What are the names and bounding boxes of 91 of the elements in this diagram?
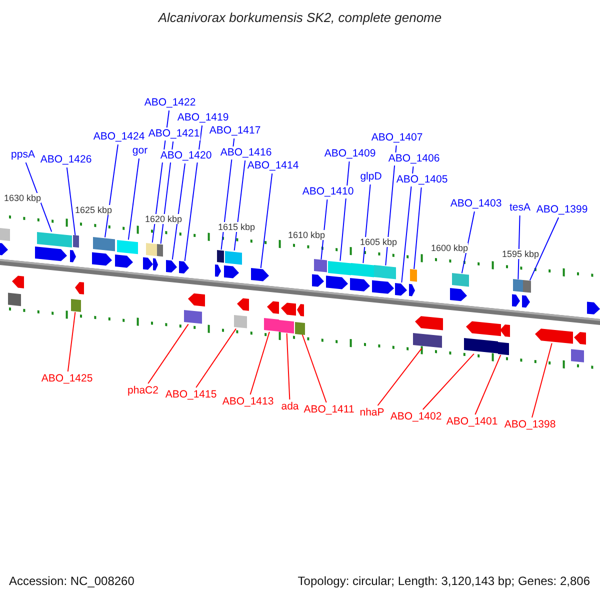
scale-label: 1620 kbp xyxy=(145,214,182,224)
leader-line xyxy=(172,163,186,260)
gene-label: ABO_1399 xyxy=(535,204,589,216)
gene-label: ABO_1426 xyxy=(39,154,93,166)
leader-line xyxy=(148,324,189,384)
leader-line xyxy=(401,166,414,283)
gene-bar xyxy=(498,342,509,355)
gene-label: ABO_1398 xyxy=(503,418,557,432)
scale-label: 1605 kbp xyxy=(360,237,398,247)
leader-line xyxy=(340,161,350,262)
leader-line xyxy=(461,211,475,274)
leader-line xyxy=(529,217,560,281)
gene-bar xyxy=(413,333,442,348)
gene-bar xyxy=(71,299,81,312)
gene-bar xyxy=(452,273,469,287)
leader-line xyxy=(184,125,203,262)
gene-bar xyxy=(234,315,247,329)
gene-label: ABO_1410 xyxy=(301,186,355,198)
scale-label: 1610 kbp xyxy=(288,230,326,240)
gene-bar xyxy=(93,237,115,252)
gene-label: ABO_1406 xyxy=(387,152,441,166)
leader-line xyxy=(25,162,52,232)
gene-bar xyxy=(410,269,417,282)
leader-line xyxy=(234,160,246,251)
gene-label: ABO_1417 xyxy=(208,124,262,138)
gene-bar xyxy=(37,232,72,248)
gene-label: glpD xyxy=(359,170,383,184)
leader-line xyxy=(302,334,327,403)
leader-line xyxy=(67,312,76,372)
gene-bar xyxy=(328,260,351,276)
gene-bar xyxy=(225,250,242,264)
gene-bar xyxy=(374,265,396,280)
gene-bar xyxy=(351,263,374,278)
gene-bar xyxy=(279,320,294,334)
leader-line xyxy=(422,353,474,410)
gene-label: ABO_1402 xyxy=(389,410,443,424)
gene-label: ABO_1405 xyxy=(395,174,449,186)
gene-label: ABO_1421 xyxy=(147,128,201,140)
gene-bar xyxy=(513,279,523,292)
gene-label: ABO_1403 xyxy=(449,198,503,210)
gene-feature xyxy=(395,282,407,296)
gene-label: ABO_1420 xyxy=(159,150,213,162)
gene-bar xyxy=(73,235,79,248)
gene-bar xyxy=(184,310,202,324)
gene-bar xyxy=(157,244,163,256)
gene-feature xyxy=(179,260,189,274)
scale-label: 1600 kbp xyxy=(431,243,468,253)
scale-label: 1625 kbp xyxy=(75,205,112,215)
leader-line xyxy=(104,144,118,238)
gene-label: ABO_1407 xyxy=(370,132,424,144)
gene-label: phaC2 xyxy=(126,384,160,398)
gene-bar xyxy=(264,318,279,332)
gene-label: ABO_1414 xyxy=(246,160,300,172)
leader-line xyxy=(196,328,236,388)
gene-label: ABO_1401 xyxy=(445,416,499,428)
gene-bar xyxy=(295,322,305,334)
gene-bar xyxy=(217,250,224,262)
gene-feature xyxy=(166,260,177,273)
leader-line xyxy=(260,173,273,269)
accession-text: Accession: NC_008260 xyxy=(9,574,134,588)
gene-label: ABO_1425 xyxy=(40,372,94,386)
gene-bar xyxy=(117,240,138,254)
leader-line xyxy=(377,348,422,406)
gene-label: ABO_1415 xyxy=(164,388,218,402)
leader-line xyxy=(128,158,140,240)
gene-label: ABO_1413 xyxy=(221,396,275,408)
gene-label: ABO_1422 xyxy=(143,96,197,110)
gene-label: ABO_1424 xyxy=(92,130,146,144)
leader-line xyxy=(250,331,270,395)
leader-line xyxy=(66,167,76,236)
diagram-title: Alcanivorax borkumensis SK2, complete genome xyxy=(156,10,443,25)
gene-label: ABO_1416 xyxy=(219,146,273,160)
gene-bar xyxy=(314,259,327,273)
leader-line xyxy=(532,342,552,418)
scale-label: 1630 kbp xyxy=(4,193,42,203)
leader-line xyxy=(414,187,422,270)
gene-bar xyxy=(146,242,157,256)
gene-bar xyxy=(523,280,531,294)
gene-label: ABO_1409 xyxy=(323,148,377,160)
genome-stats-text: Topology: circular; Length: 3,120,143 bp; Genes: 2,806 xyxy=(298,574,590,588)
gene-bar xyxy=(464,338,498,354)
gene-label: ppsA xyxy=(10,148,36,162)
gene-feature xyxy=(251,268,269,282)
scale-label: 1595 kbp xyxy=(502,249,540,259)
scale-label: 1615 kbp xyxy=(218,222,256,232)
leader-line xyxy=(474,354,502,415)
gene-label: ABO_1419 xyxy=(176,112,230,124)
leader-line xyxy=(286,332,290,400)
gene-label: ABO_1411 xyxy=(302,404,356,416)
gene-label: gor xyxy=(131,144,149,158)
leader-line xyxy=(362,184,371,264)
